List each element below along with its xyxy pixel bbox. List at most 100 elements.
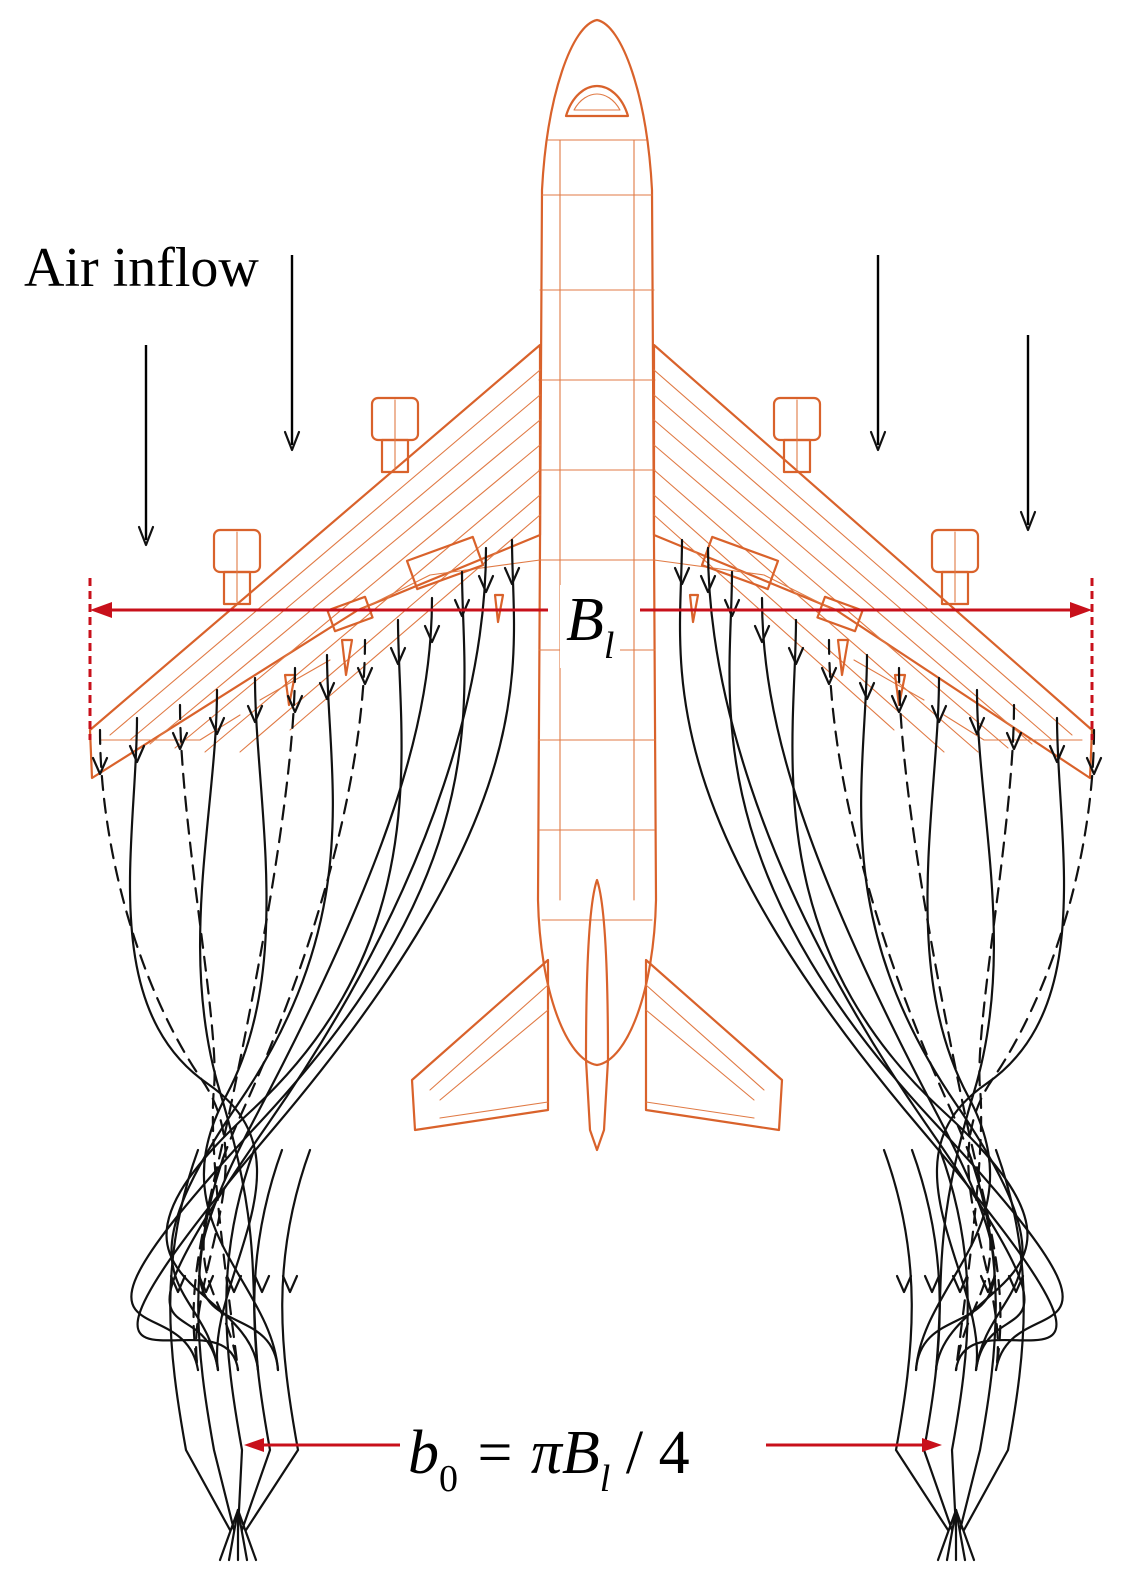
streamline — [178, 703, 240, 1372]
vortex-spacing-subscript: 0 — [439, 1458, 458, 1500]
wingspan-arrowhead-left — [90, 602, 112, 618]
streamline — [860, 653, 1024, 1372]
streamline — [136, 538, 516, 1372]
streamline — [202, 638, 367, 1372]
streamline-arrowhead — [1085, 756, 1103, 776]
vortex-arrowhead — [979, 1274, 997, 1294]
streamline-arrowhead — [699, 574, 717, 594]
vortex-core-line — [169, 1148, 232, 1532]
vortex-tail — [936, 1508, 958, 1562]
streamline-arrowhead — [753, 624, 771, 644]
streamline — [678, 538, 1058, 1372]
vortex-core-line — [240, 1148, 284, 1532]
vortex-arrowhead — [951, 1274, 969, 1294]
streamline — [760, 596, 996, 1372]
engine-left-inner — [370, 396, 420, 474]
vortex-tail — [227, 1508, 240, 1562]
streamline — [198, 596, 434, 1372]
streamline-arrowhead — [453, 598, 471, 618]
vortex-tail — [218, 1508, 240, 1562]
streamline-arrowhead — [246, 704, 264, 724]
left-wing — [88, 343, 542, 780]
vortex-spacing-tail: / 4 — [610, 1419, 690, 1487]
streamline-arrowhead — [171, 731, 189, 751]
wingspan-subscript: l — [603, 625, 615, 667]
streamline-arrowhead — [389, 646, 407, 666]
vortex-core-line — [910, 1148, 954, 1532]
streamline — [827, 638, 992, 1372]
vortex-core-line — [962, 1148, 1025, 1532]
engine-left-outer — [212, 528, 262, 606]
vortex-spacing-rhs: = πB — [458, 1419, 600, 1487]
streamline-arrowhead — [477, 574, 495, 594]
vortex-arrowhead — [923, 1274, 941, 1294]
right-wing — [652, 343, 1094, 780]
streamline — [128, 716, 259, 1372]
streamline — [130, 570, 466, 1372]
streamline — [935, 716, 1066, 1372]
spacing-arrowhead-right — [922, 1438, 942, 1452]
streamline — [791, 618, 1029, 1372]
right-stabilizer — [644, 958, 784, 1132]
spacing-arrowhead-left — [244, 1438, 264, 1452]
streamline-arrowhead — [503, 566, 521, 586]
cockpit-window — [564, 84, 630, 118]
streamline — [706, 546, 1026, 1372]
vortex-tail — [236, 1508, 249, 1562]
down-arrow-icon — [137, 345, 155, 547]
streamline-arrowhead — [318, 681, 336, 701]
wingspan-label: Bl — [560, 585, 621, 668]
streamline-arrowhead — [128, 744, 146, 764]
vortex-arrowhead — [895, 1274, 913, 1294]
right-wake-streamlines — [673, 538, 1103, 1562]
streamline-arrowhead — [1005, 731, 1023, 751]
streamline — [199, 688, 260, 1372]
vortex-core-line — [958, 1148, 997, 1532]
streamline-arrowhead — [208, 716, 226, 736]
vortex-arrowhead — [169, 1274, 187, 1294]
streamline-arrowhead — [423, 624, 441, 644]
streamline — [202, 676, 280, 1372]
vortex-core-line — [938, 1148, 969, 1532]
streamline-arrowhead — [91, 756, 109, 776]
wingspan-arrowhead-right — [1070, 602, 1092, 618]
down-arrow-icon — [283, 255, 301, 452]
vortex-arrowhead — [197, 1274, 215, 1294]
streamline-arrowhead — [723, 598, 741, 618]
vortex-spacing-label: b0 = πBl / 4 — [400, 1418, 698, 1501]
streamline-arrowhead — [820, 666, 838, 686]
streamline-arrowhead — [787, 646, 805, 666]
streamline-arrowhead — [286, 694, 304, 714]
vortex-tail — [954, 1508, 976, 1562]
left-wake-streamlines — [91, 538, 521, 1562]
vortex-arrowhead — [281, 1274, 299, 1294]
vortex-core-line — [197, 1148, 236, 1532]
vortex-core-line — [225, 1148, 256, 1532]
streamline-arrowhead — [356, 666, 374, 686]
left-stabilizer — [410, 958, 550, 1132]
vortex-arrowhead — [253, 1274, 271, 1294]
streamline — [192, 666, 297, 1372]
vortex-core-line — [882, 1148, 950, 1532]
streamline-arrowhead — [930, 704, 948, 724]
streamline — [914, 676, 992, 1372]
streamline — [954, 703, 1016, 1372]
wingspan-symbol: B — [566, 586, 604, 654]
engine-right-inner — [772, 396, 822, 474]
streamline-arrowhead — [1048, 744, 1066, 764]
vortex-tail — [945, 1508, 958, 1562]
streamline-arrowhead — [673, 566, 691, 586]
engine-right-outer — [930, 528, 980, 606]
fuselage — [536, 18, 658, 1067]
vortex-spacing-dimension — [244, 1438, 942, 1452]
down-arrow-icon — [1019, 335, 1037, 532]
wingspan-dimension — [88, 578, 1094, 740]
vortex-arrowhead — [1007, 1274, 1025, 1294]
streamline — [170, 653, 334, 1372]
vortex-arrowhead — [225, 1274, 243, 1294]
streamline — [897, 666, 1002, 1372]
vortex-tail — [236, 1508, 258, 1562]
air-inflow-arrows — [137, 255, 1037, 547]
vertical-tail — [584, 878, 610, 1152]
